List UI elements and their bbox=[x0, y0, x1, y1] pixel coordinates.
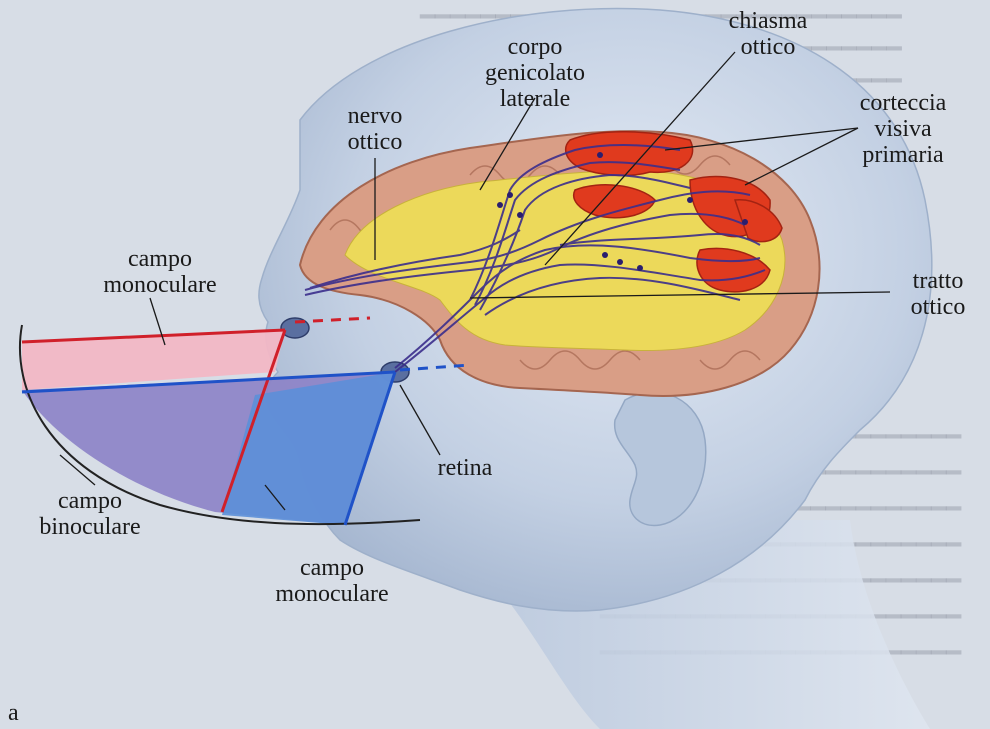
label-campo-monoculare-top: campo monoculare bbox=[90, 246, 230, 298]
label-retina: retina bbox=[420, 455, 510, 481]
label-campo-monoculare-bottom: campo monoculare bbox=[262, 555, 402, 607]
label-campo-binoculare: campo binoculare bbox=[20, 488, 160, 540]
label-nervo-ottico: nervo ottico bbox=[330, 103, 420, 155]
label-corteccia-visiva-primaria: corteccia visiva primaria bbox=[838, 90, 968, 168]
label-chiasma-ottico: chiasma ottico bbox=[718, 8, 818, 60]
panel-letter: a bbox=[8, 700, 19, 727]
label-tratto-ottico: tratto ottico bbox=[898, 268, 978, 320]
label-corpo-genicolato-laterale: corpo genicolato laterale bbox=[470, 34, 600, 112]
